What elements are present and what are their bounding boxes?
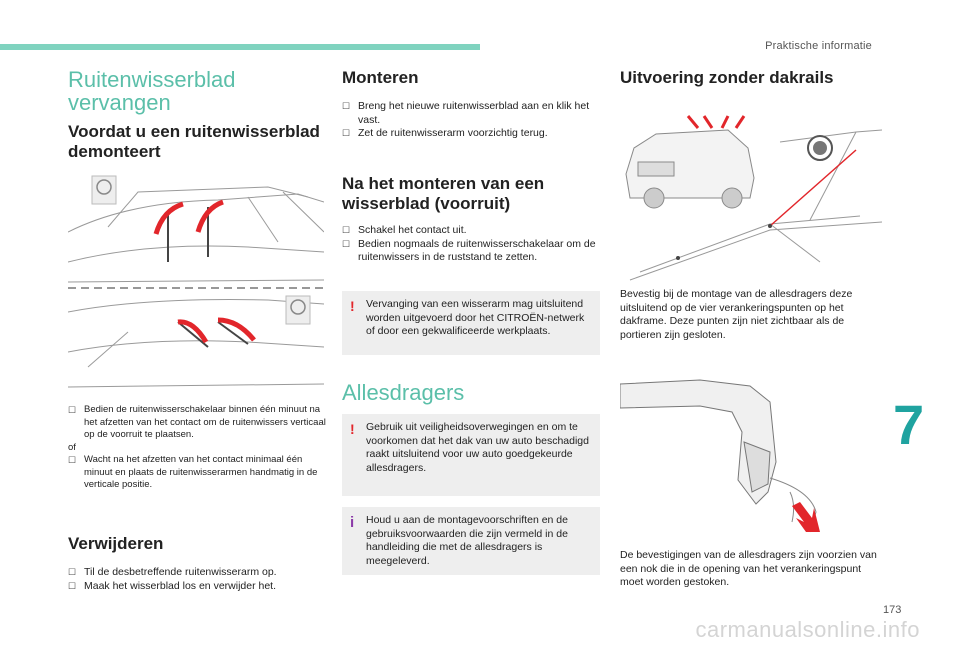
instructions-before-removal: Bedien de ruitenwisserschakelaar binnen … [68, 404, 326, 492]
warning-icon: ! [350, 298, 355, 314]
or-separator: of [68, 441, 76, 453]
bullet-wait-minute: Wacht na het afzetten van het contact mi… [68, 454, 326, 492]
bullet-switch-wiper: Bedien de ruitenwisserschakelaar binnen … [68, 404, 326, 442]
bullet-lift-arm: Til de desbetreffende ruitenwisserarm op… [68, 566, 326, 580]
bullet-attach-blade: Breng het nieuwe ruitenwisserblad aan en… [342, 100, 600, 127]
header-accent-bar [0, 44, 480, 50]
subtitle-removal: Verwijderen [68, 534, 164, 553]
rack-foot-illustration [620, 379, 820, 533]
warning-text: Gebruik uit veiligheidsoverwegingen en o… [366, 421, 589, 474]
bullet-detach-blade: Maak het wisserblad los en verwijder het… [68, 580, 326, 594]
watermark: carmanualsonline.info [695, 617, 920, 642]
instructions-after-mounting: Schakel het contact uit. Bedien nogmaals… [342, 224, 600, 265]
info-text: Houd u aan de montagevoorschriften en de… [366, 514, 568, 567]
subtitle-mounting: Monteren [342, 68, 419, 87]
warning-arm-replacement: ! Vervanging van een wisserarm mag uitsl… [342, 291, 600, 355]
info-icon: i [350, 514, 355, 531]
chapter-number: 7 [893, 393, 925, 456]
instructions-mounting: Breng het nieuwe ruitenwisserblad aan en… [342, 100, 600, 141]
bullet-rest-position: Bedien nogmaals de ruitenwisserschakelaa… [342, 238, 600, 265]
instructions-removal: Til de desbetreffende ruitenwisserarm op… [68, 566, 326, 593]
bullet-return-arm: Zet de ruitenwisserarm voorzichtig terug… [342, 127, 600, 141]
roof-anchor-illustration [625, 115, 882, 281]
section-label: Praktische informatie [765, 40, 872, 52]
subtitle-no-roof-rails: Uitvoering zonder dakrails [620, 68, 834, 87]
wiper-illustration [68, 175, 324, 388]
text-rack-fixing: De bevestigingen van de allesdragers zij… [620, 549, 877, 588]
subtitle-after-mounting: Na het monteren van een wisserblad (voor… [342, 174, 545, 213]
bullet-ignition-off: Schakel het contact uit. [342, 224, 600, 238]
section-title-wiper: Ruitenwisserblad vervangen [68, 67, 236, 115]
page-number: 173 [883, 604, 902, 616]
warning-approved-racks: ! Gebruik uit veiligheidsoverwegingen en… [342, 414, 600, 496]
warning-icon: ! [350, 421, 355, 437]
section-title-roof-racks: Allesdragers [342, 380, 465, 405]
subtitle-before-removal: Voordat u een ruitenwisserblad demonteer… [68, 122, 320, 161]
warning-text: Vervanging van een wisserarm mag uitslui… [366, 298, 585, 337]
text-anchor-points: Bevestig bij de montage van de allesdrag… [620, 288, 853, 341]
info-mounting-instructions: i Houd u aan de montagevoorschriften en … [342, 507, 600, 575]
